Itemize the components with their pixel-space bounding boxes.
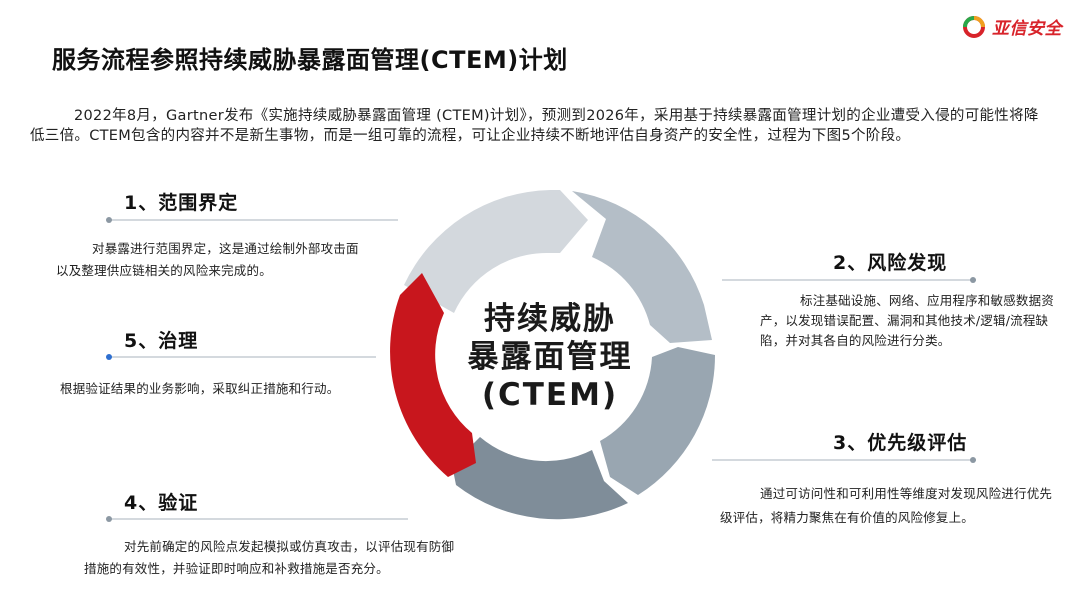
stage-3-dot <box>970 457 976 463</box>
stage-5-rule <box>108 356 376 358</box>
brand-name: 亚信安全 <box>992 19 1062 39</box>
center-line-3: (CTEM) <box>481 377 619 413</box>
stage-4-dot <box>106 516 112 522</box>
stage-5-title: 5、治理 <box>124 330 199 352</box>
center-line-1: 持续威胁 <box>484 301 616 337</box>
brand-logo: 亚信安全 <box>962 14 1062 39</box>
stage-1-title: 1、范围界定 <box>124 192 239 214</box>
ctem-cycle-diagram <box>390 190 716 520</box>
stage-4-rule <box>108 518 408 520</box>
stage-3-desc: 通过可访问性和可利用性等维度对发现风险进行优先级评估，将精力聚焦在有价值的风险修… <box>720 486 1053 525</box>
cycle-segment-discovery <box>572 191 712 343</box>
cycle-segment-mobilization <box>390 273 476 477</box>
stage-2-rule <box>722 279 976 281</box>
center-line-2: 暴露面管理 <box>467 339 633 375</box>
stage-4-desc: 对先前确定的风险点发起模拟或仿真攻击，以评估现有防御措施的有效性，并验证即时响应… <box>84 539 455 576</box>
stage-1-dot <box>106 217 112 223</box>
cycle-segment-validation <box>452 437 628 520</box>
stage-2-title: 2、风险发现 <box>833 252 948 274</box>
stage-5-dot <box>106 354 112 360</box>
cycle-segment-prioritization <box>600 347 716 495</box>
cycle-segment-scoping <box>404 190 588 313</box>
intro-paragraph: 2022年8月，Gartner发布《实施持续威胁暴露面管理 (CTEM)计划》，… <box>30 108 1039 144</box>
stage-1-rule <box>108 219 398 221</box>
brand-logo-icon <box>963 15 985 38</box>
cycle-center-label: 持续威胁 暴露面管理 (CTEM) <box>450 300 650 414</box>
stage-2-dot <box>970 277 976 283</box>
stage-4-title: 4、验证 <box>124 492 199 514</box>
stage-3-title: 3、优先级评估 <box>833 432 968 454</box>
stage-5-desc: 根据验证结果的业务影响，采取纠正措施和行动。 <box>60 381 340 396</box>
stage-3-rule <box>712 459 976 461</box>
stage-1-desc: 对暴露进行范围界定，这是通过绘制外部攻击面以及整理供应链相关的风险来完成的。 <box>56 241 359 278</box>
page-title: 服务流程参照持续威胁暴露面管理(CTEM)计划 <box>52 46 568 74</box>
stage-2-desc: 标注基础设施、网络、应用程序和敏感数据资产，以发现错误配置、漏洞和其他技术/逻辑… <box>760 293 1055 348</box>
